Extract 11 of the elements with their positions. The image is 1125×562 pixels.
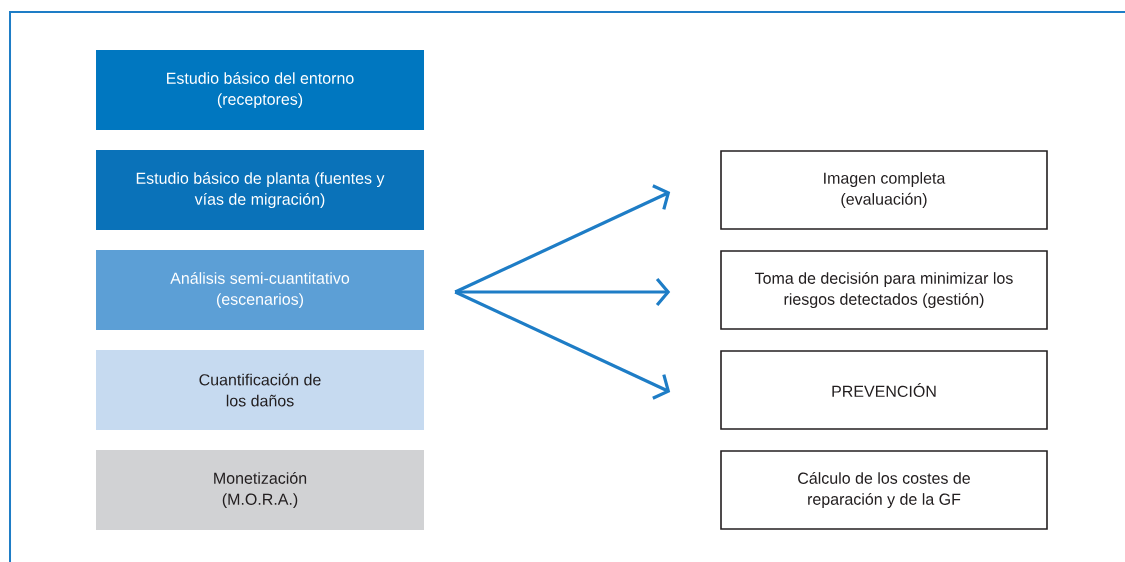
process-box: PREVENCIÓN <box>720 350 1048 430</box>
process-box: Estudio básico de planta (fuentes y vías de migración) <box>96 150 424 230</box>
process-box: Monetización (M.O.R.A.) <box>96 450 424 530</box>
process-box: Toma de decisión para minimizar los riesgos detectados (gestión) <box>720 250 1048 330</box>
process-box: Cuantificación de los daños <box>96 350 424 430</box>
arrow <box>454 290 671 400</box>
arrow <box>455 277 671 307</box>
process-box: Imagen completa (evaluación) <box>720 150 1048 230</box>
process-box: Cálculo de los costes de reparación y de la GF <box>720 450 1048 530</box>
process-box: Análisis semi-cuantitativo (escenarios) <box>96 250 424 330</box>
process-box: Estudio básico del entorno (receptores) <box>96 50 424 130</box>
